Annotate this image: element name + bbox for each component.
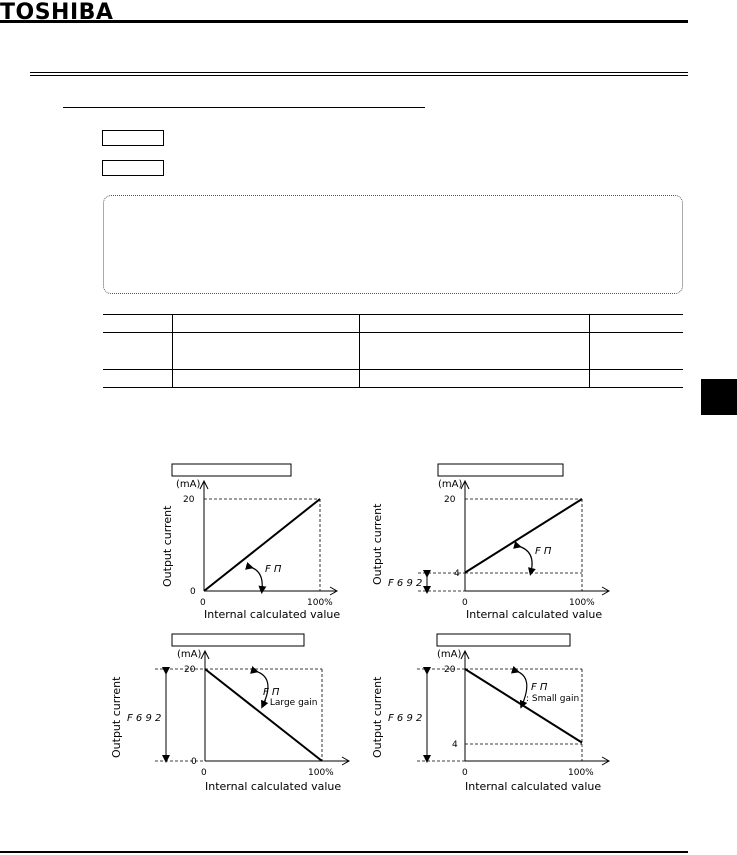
table-row bbox=[103, 369, 683, 388]
x-axis-arrow bbox=[601, 586, 611, 596]
graphs-area: (mA) 20 0 0 100% Output current Internal… bbox=[110, 463, 611, 793]
gain-label: F Π bbox=[265, 564, 282, 575]
graph-title-box bbox=[171, 463, 292, 477]
x-axis-arrow bbox=[601, 756, 611, 766]
y-unit-label: (mA) bbox=[438, 479, 462, 490]
gain-arc-arrow bbox=[245, 562, 267, 594]
bias-label: F 6 9 2 bbox=[127, 713, 161, 724]
header-rule bbox=[0, 20, 688, 23]
y-axis-arrow bbox=[460, 479, 470, 490]
section-tab-marker bbox=[701, 379, 737, 415]
table-cell bbox=[172, 369, 360, 388]
gain-note: : Small gain bbox=[526, 694, 579, 704]
x-tick-label: 100% bbox=[307, 598, 333, 608]
title-label-box bbox=[102, 160, 164, 176]
x-axis-label: Internal calculated value bbox=[465, 780, 601, 793]
y-tick-label: 20 bbox=[184, 665, 196, 675]
table-row bbox=[103, 332, 683, 370]
x-tick-label: 100% bbox=[308, 768, 334, 778]
graph-2: (mA) 20 4 0 100% Output current Internal… bbox=[371, 463, 611, 621]
subsection-underline bbox=[63, 107, 425, 108]
y-unit-label: (mA) bbox=[437, 649, 461, 660]
y-axis-arrow bbox=[460, 649, 470, 660]
table-cell bbox=[589, 369, 683, 388]
gain-note: : Large gain bbox=[264, 698, 318, 708]
y-tick-label: 4 bbox=[454, 569, 460, 579]
function-label-box bbox=[102, 130, 164, 146]
note-box bbox=[103, 195, 683, 294]
y-tick-label: 20 bbox=[444, 665, 456, 675]
y-tick-label: 20 bbox=[444, 495, 456, 505]
x-tick-label: 100% bbox=[569, 598, 595, 608]
data-line bbox=[203, 498, 321, 592]
gain-label: F Π bbox=[263, 687, 280, 698]
parameter-table bbox=[103, 314, 683, 388]
y-tick-label: 4 bbox=[452, 740, 458, 750]
x-axis-label: Internal calculated value bbox=[466, 608, 602, 621]
footer-rule bbox=[0, 851, 688, 853]
y-axis-arrow bbox=[199, 479, 209, 490]
y-axis-label: Output current bbox=[371, 503, 384, 585]
x-tick-label: 0 bbox=[462, 598, 468, 608]
section-rule-lower bbox=[30, 75, 688, 76]
bias-label: F 6 9 2 bbox=[388, 578, 422, 589]
table-cell bbox=[172, 314, 360, 333]
table-cell bbox=[103, 332, 173, 370]
graph-4: (mA) 20 4 0 100% Output current Internal… bbox=[371, 633, 611, 793]
table-cell bbox=[359, 332, 590, 370]
gain-label: F Π bbox=[531, 682, 548, 693]
gain-label: F Π bbox=[535, 546, 552, 557]
data-line bbox=[464, 668, 583, 744]
y-unit-label: (mA) bbox=[177, 649, 201, 660]
y-axis-label: Output current bbox=[371, 676, 384, 758]
table-header-row bbox=[103, 314, 683, 333]
x-tick-label: 100% bbox=[568, 768, 594, 778]
y-axis-label: Output current bbox=[161, 505, 174, 587]
y-unit-label: (mA) bbox=[176, 479, 200, 490]
y-axis-arrow bbox=[200, 649, 210, 660]
table-cell bbox=[589, 332, 683, 370]
graph-title-box bbox=[171, 633, 305, 647]
graph-title-box bbox=[437, 463, 564, 477]
gain-arc-arrow bbox=[513, 541, 536, 576]
y-tick-label: 20 bbox=[183, 495, 195, 505]
y-tick-label: 0 bbox=[191, 757, 197, 767]
x-tick-label: 0 bbox=[201, 768, 207, 778]
table-cell bbox=[103, 314, 173, 333]
graph-1: (mA) 20 0 0 100% Output current Internal… bbox=[161, 463, 340, 621]
bias-label: F 6 9 2 bbox=[388, 713, 422, 724]
x-axis-label: Internal calculated value bbox=[205, 780, 341, 793]
data-line bbox=[464, 498, 583, 574]
x-axis-label: Internal calculated value bbox=[204, 608, 340, 621]
y-tick-label: 0 bbox=[190, 587, 196, 597]
table-cell bbox=[359, 369, 590, 388]
gain-arc-arrow bbox=[510, 665, 528, 709]
x-tick-label: 0 bbox=[462, 768, 468, 778]
table-cell bbox=[172, 332, 360, 370]
y-axis-label: Output current bbox=[110, 676, 123, 758]
data-line bbox=[204, 668, 323, 762]
table-cell bbox=[359, 314, 590, 333]
x-tick-label: 0 bbox=[200, 598, 206, 608]
graph-title-box bbox=[436, 633, 571, 647]
x-axis-arrow bbox=[329, 586, 339, 596]
graph-3: (mA) 20 0 0 100% Output current Internal… bbox=[110, 633, 351, 793]
table-cell bbox=[589, 314, 683, 333]
table-cell bbox=[103, 369, 173, 388]
section-rule-upper bbox=[30, 72, 688, 73]
x-axis-arrow bbox=[341, 756, 351, 766]
gain-arc-arrow bbox=[250, 666, 269, 709]
